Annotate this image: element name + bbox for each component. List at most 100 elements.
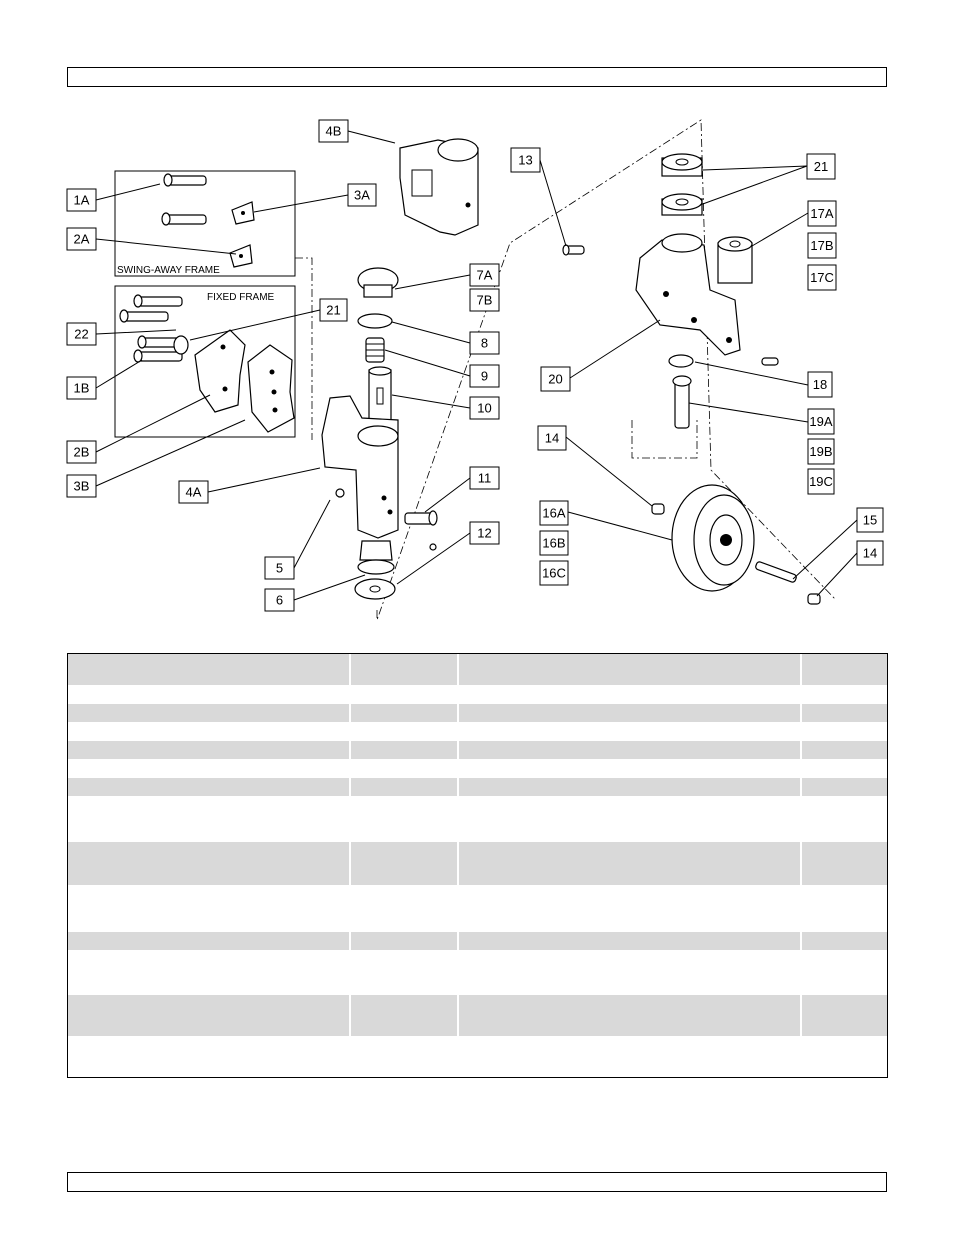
footer-bar [67,1172,887,1192]
svg-text:21: 21 [814,159,828,174]
table-cell [68,741,349,759]
table-cell [68,654,349,685]
svg-text:8: 8 [481,336,488,351]
svg-text:15: 15 [863,513,877,528]
table-row [68,842,887,885]
spacer-14-right [807,593,821,605]
table-cell [800,741,887,759]
svg-text:4B: 4B [326,124,342,139]
table-cell [349,885,457,932]
callout-17c: 17C [807,264,837,291]
callout-4a: 4A [178,480,209,504]
table-row [68,685,887,704]
svg-text:10: 10 [477,401,491,416]
table-cell [349,796,457,842]
table-cell [800,885,887,932]
svg-text:2B: 2B [74,445,90,460]
table-cell [68,885,349,932]
table-cell [800,722,887,741]
table-cell [68,685,349,704]
svg-text:7B: 7B [477,293,493,308]
callout-17b: 17B [807,232,837,259]
callout-9: 9 [469,364,500,388]
fixed-frame-caption: FIXED FRAME [207,292,275,303]
table-cell [457,796,800,842]
parts-list-table [67,653,888,1078]
callout-6: 6 [264,588,295,612]
header-bar [67,67,887,87]
table-row [68,778,887,796]
clamp-2b [194,329,246,413]
callout-13: 13 [510,147,541,173]
svg-text:3A: 3A [354,188,370,203]
svg-text:19C: 19C [809,474,833,489]
table-cell [457,995,800,1036]
table-cell [800,796,887,842]
callout-3b: 3B [66,474,97,498]
table-cell [68,950,349,995]
spacer-14-left [651,503,665,515]
svg-text:2A: 2A [74,232,90,247]
svg-text:9: 9 [481,369,488,384]
bolt-13 [562,244,585,256]
table-row [68,950,887,995]
callout-19a: 19A [807,408,835,435]
spacer-17a [717,236,753,284]
svg-text:1A: 1A [74,193,90,208]
callout-8: 8 [469,331,500,355]
table-cell [349,654,457,685]
table-cell [349,932,457,950]
table-cell [800,654,887,685]
svg-text:14: 14 [863,546,877,561]
table-cell [800,995,887,1036]
ring-8 [357,313,393,329]
table-cell [457,722,800,741]
callout-7a: 7A [469,263,500,287]
table-cell [349,722,457,741]
svg-text:18: 18 [813,377,827,392]
washer-12 [354,578,396,600]
table-row [68,796,887,842]
table-cell [457,778,800,796]
nut-3a-bottom [229,244,253,268]
table-cell [800,704,887,722]
svg-text:16C: 16C [542,566,566,581]
callout-17a: 17A [807,200,837,227]
callout-1b: 1B [66,376,97,400]
table-cell [457,741,800,759]
table-row [68,741,887,759]
spring-9 [365,337,385,363]
clamp-3b [247,344,295,433]
sleeve-10 [368,366,392,421]
svg-text:5: 5 [276,561,283,576]
callout-16c: 16C [539,560,569,586]
table-row [68,654,887,685]
svg-text:12: 12 [477,526,491,541]
table-cell [800,1036,887,1077]
table-cell [349,685,457,704]
callout-19b: 19B [807,438,835,465]
table-row [68,704,887,722]
table-cell [68,842,349,885]
table-row [68,1036,887,1077]
svg-text:14: 14 [545,431,559,446]
bolt-22-b [119,309,169,323]
svg-text:6: 6 [276,593,283,608]
table-cell [68,995,349,1036]
svg-text:7A: 7A [477,268,493,283]
svg-text:19A: 19A [809,414,832,429]
callout-18: 18 [807,371,833,398]
svg-text:20: 20 [548,372,562,387]
callout-2b: 2B [66,440,97,464]
svg-text:3B: 3B [74,479,90,494]
svg-text:22: 22 [74,327,88,342]
callout-21-right: 21 [806,153,836,180]
axle-15 [755,561,797,583]
svg-text:11: 11 [478,471,492,486]
callout-16b: 16B [539,530,569,556]
table-cell [800,685,887,704]
table-cell [457,704,800,722]
table-cell [800,842,887,885]
table-row [68,932,887,950]
wheel-16a [671,484,755,592]
